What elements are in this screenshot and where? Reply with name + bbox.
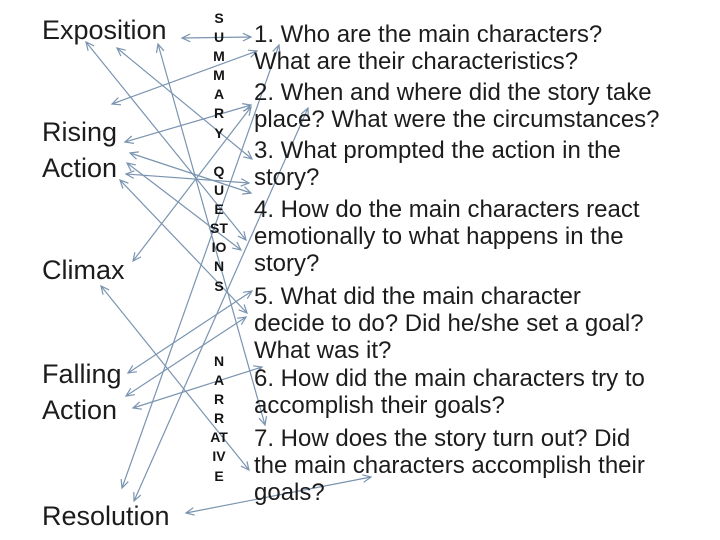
question-6: 6. How did the main characters try to ac…: [254, 365, 645, 419]
vertical-label-summary: SUMMARY: [213, 10, 225, 141]
question-2: 2. When and where did the story take pla…: [254, 79, 660, 133]
vertical-label-questions: QUESTIONS: [210, 163, 228, 294]
plot-element-exposition: Exposition: [42, 15, 167, 45]
plot-element-climax: Climax: [42, 255, 125, 285]
plot-element-rising-action: Rising Action: [42, 117, 118, 183]
question-3: 3. What prompted the action in the story…: [254, 137, 621, 191]
vertical-label-narrative: NARRATIVE: [210, 353, 228, 484]
question-1: 1. Who are the main characters? What are…: [254, 21, 603, 75]
plot-element-falling-action: Falling Action: [42, 359, 122, 425]
question-5: 5. What did the main character decide to…: [254, 283, 644, 364]
question-7: 7. How does the story turn out? Did the …: [254, 425, 645, 506]
plot-element-resolution: Resolution: [42, 501, 170, 531]
question-4: 4. How do the main characters react emot…: [254, 196, 640, 277]
